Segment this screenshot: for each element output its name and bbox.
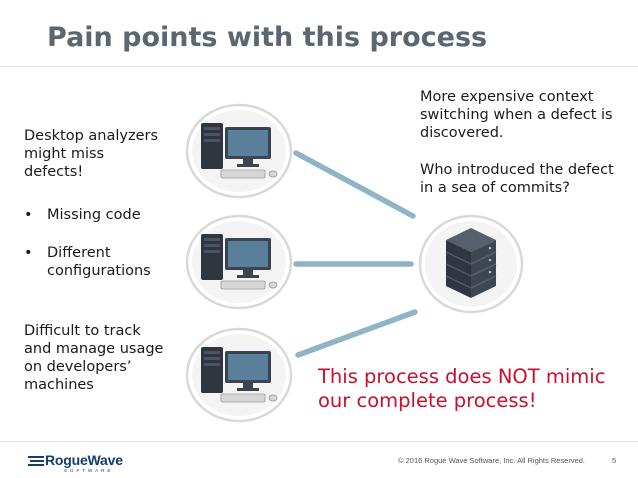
connector-line-bottom <box>295 309 418 358</box>
analyzers-text: Desktop analyzers might miss defects! <box>24 127 158 181</box>
footer-divider <box>0 441 638 442</box>
bullet-line: configurations <box>47 263 151 279</box>
tracking-line: and manage usage <box>24 341 164 357</box>
tracking-line: machines <box>24 377 94 393</box>
copyright-text: © 2016 Rogue Wave Software, Inc. All Rig… <box>398 456 586 465</box>
context-line: switching when a defect is <box>420 107 613 123</box>
bullet-text: Different configurations <box>47 244 151 280</box>
tracking-line: on developers’ <box>24 359 132 375</box>
analyzers-line: might miss <box>24 146 105 162</box>
bullet-line: Different <box>47 245 111 261</box>
bullet-marker: • <box>24 207 33 223</box>
connector-line-top <box>293 150 416 219</box>
callout-line: This process does NOT mimic <box>318 365 606 388</box>
tracking-text: Difficult to track and manage usage on d… <box>24 322 163 394</box>
tracking-line: Difficult to track <box>24 323 141 339</box>
bullet-text: Missing code <box>47 206 141 224</box>
slide-title: Pain points with this process <box>47 22 488 53</box>
bullet-marker: • <box>24 245 33 261</box>
question-text: Who introduced the defect in a sea of co… <box>420 161 614 197</box>
context-text: More expensive context switching when a … <box>420 88 613 142</box>
desktop-computer-icon <box>185 327 293 427</box>
context-line: discovered. <box>420 125 504 141</box>
analyzers-line: Desktop analyzers <box>24 128 159 144</box>
logo-subtext: SOFTWARE <box>64 468 114 473</box>
context-line: More expensive context <box>420 89 594 105</box>
desktop-computer-icon <box>185 103 293 203</box>
page-number: 5 <box>612 456 617 465</box>
title-divider <box>0 66 638 67</box>
callout-line: our complete process! <box>318 389 537 412</box>
callout-text: This process does NOT mimic our complete… <box>318 365 605 413</box>
bullet-line: Missing code <box>47 207 141 223</box>
desktop-computer-icon <box>185 214 293 314</box>
analyzers-line: defects! <box>24 164 84 180</box>
question-line: Who introduced the defect <box>420 162 614 178</box>
logo-mark-icon <box>28 456 44 466</box>
question-line: in a sea of commits? <box>420 180 570 196</box>
logo-wordmark: RogueWave <box>45 452 123 468</box>
server-rack-icon <box>418 214 524 318</box>
